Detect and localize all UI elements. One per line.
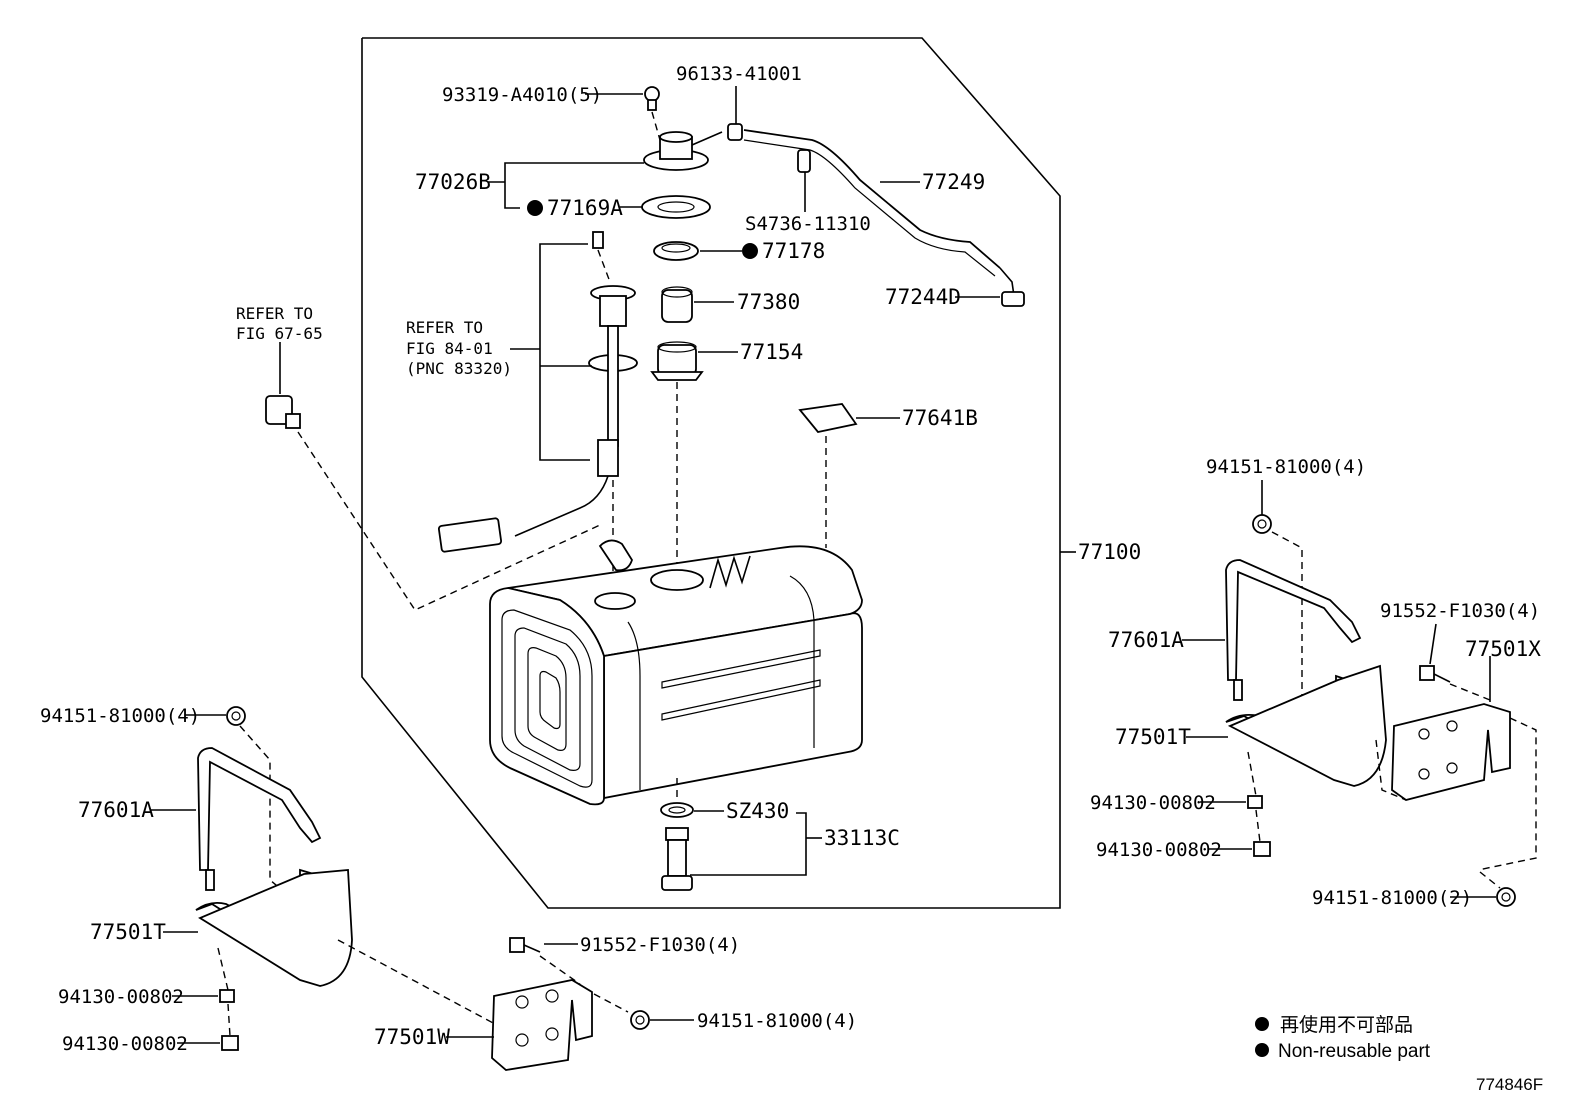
label-96133: 96133-41001 [676, 63, 802, 85]
label-left-77601A: 77601A [78, 798, 154, 822]
label-right-77501X: 77501X [1465, 637, 1541, 661]
legend-dot-jp [1255, 1017, 1269, 1031]
label-77244D: 77244D [885, 285, 961, 309]
filter-77380 [661, 286, 693, 323]
bolt-93319 [644, 86, 660, 111]
label-93319: 93319-A4010(5) [442, 84, 602, 106]
clip-96133 [727, 123, 743, 141]
strainer-77154 [650, 341, 704, 381]
nonreusable-dot-77178 [742, 243, 758, 259]
label-left-94130-b: 94130-00802 [62, 1033, 188, 1055]
label-right-94130-b: 94130-00802 [1096, 839, 1222, 861]
drain-plug-33113C [661, 827, 693, 891]
label-left-94151: 94151-81000(4) [40, 705, 200, 727]
nut-right-94151-2 [1496, 887, 1516, 907]
label-refer-84-line2: FIG 84-01 [406, 339, 493, 358]
legend-dot-en [1255, 1043, 1269, 1057]
nut-right-94151-4 [1252, 514, 1272, 534]
gauge-cap-77026B [643, 131, 723, 171]
nut-mid-94151 [630, 1010, 650, 1030]
fuel-sender-unit [437, 231, 638, 553]
pad-77641B [798, 403, 858, 433]
label-right-94151-2: 94151-81000(2) [1312, 887, 1472, 909]
gasket-77169A [641, 195, 711, 219]
bolt-right-91552 [1419, 665, 1451, 683]
label-left-94130-a: 94130-00802 [58, 986, 184, 1008]
label-refer-84-line1: REFER TO [406, 318, 483, 337]
label-77178: 77178 [762, 239, 825, 263]
nonreusable-dot-77169A [527, 200, 543, 216]
label-mid-91552: 91552-F1030(4) [580, 934, 740, 956]
label-right-94151-4: 94151-81000(4) [1206, 456, 1366, 478]
fuel-tank [489, 539, 863, 806]
label-77154: 77154 [740, 340, 803, 364]
label-77026B: 77026B [415, 170, 491, 194]
label-SZ430: SZ430 [726, 799, 789, 823]
label-77249: 77249 [922, 170, 985, 194]
nut-right-94130-b [1253, 841, 1271, 857]
bolt-mid-91552 [509, 937, 541, 953]
nut-right-94130-a [1247, 795, 1263, 809]
bracket-mid-77501W [491, 979, 593, 1071]
nut-left-94130-a [219, 989, 235, 1003]
label-77641B: 77641B [902, 406, 978, 430]
sensor-fig-67-65 [265, 395, 301, 429]
figure-id: 774846F [1476, 1075, 1543, 1094]
label-refer-84-line3: (PNC 83320) [406, 359, 512, 378]
label-right-77601A: 77601A [1108, 628, 1184, 652]
fitting-77244D [999, 267, 1025, 307]
label-left-77501T: 77501T [90, 920, 166, 944]
legend-text-en: Non-reusable part [1278, 1041, 1431, 1062]
label-refer-67-line2: FIG 67-65 [236, 324, 323, 343]
assembly-boundary [361, 37, 1061, 909]
nut-left-94151 [226, 706, 246, 726]
label-77100: 77100 [1078, 540, 1141, 564]
legend-text-jp: 再使用不可部品 [1280, 1014, 1413, 1036]
nut-left-94130-b [221, 1035, 239, 1051]
label-right-91552: 91552-F1030(4) [1380, 600, 1540, 622]
label-refer-67-line1: REFER TO [236, 304, 313, 323]
strap-left-77601A [197, 747, 322, 871]
gasket-SZ430 [660, 802, 694, 818]
label-mid-94151: 94151-81000(4) [697, 1010, 857, 1032]
label-77380: 77380 [737, 290, 800, 314]
label-77169A: 77169A [547, 196, 623, 220]
ring-77178 [653, 241, 699, 261]
label-right-94130-a: 94130-00802 [1090, 792, 1216, 814]
label-33113C: 33113C [824, 826, 900, 850]
label-mid-77501W: 77501W [374, 1025, 450, 1049]
label-S4736: S4736-11310 [745, 213, 871, 235]
bracket-right-77501X [1391, 703, 1511, 801]
clamp-S4736 [797, 149, 811, 173]
label-right-77501T: 77501T [1115, 725, 1191, 749]
strap-right-77601A [1225, 559, 1362, 681]
